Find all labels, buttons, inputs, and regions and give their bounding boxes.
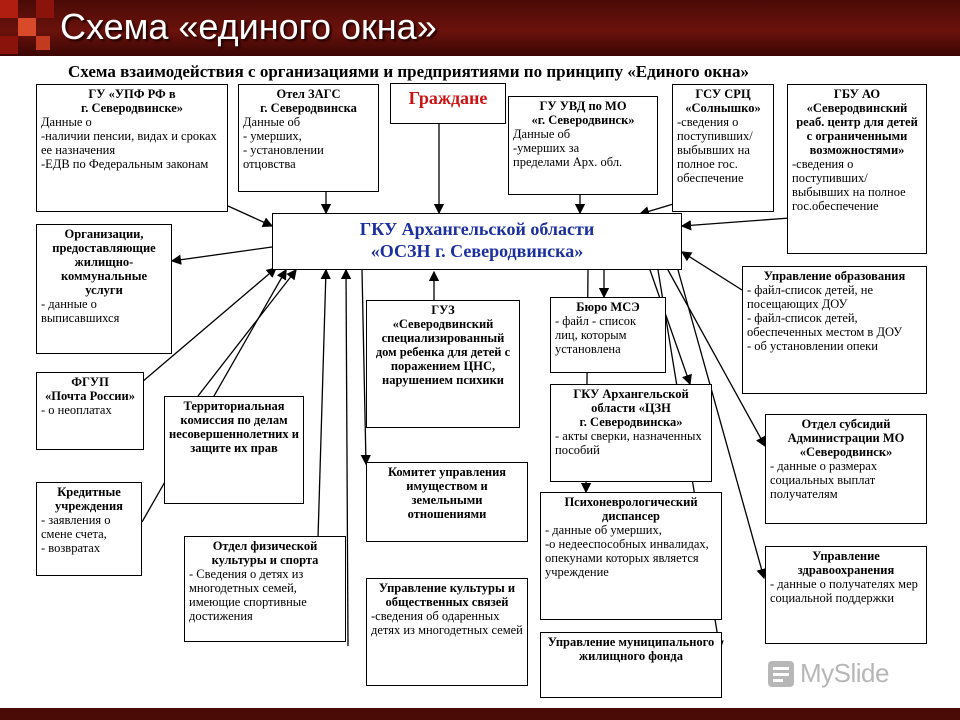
- node-post: ФГУП «Почта России» - о неоплатах: [36, 372, 144, 450]
- node-culture-body: -сведения об одаренных детях из многодет…: [371, 609, 523, 637]
- node-mse-body: - файл - список лиц, которым установлена: [555, 314, 637, 356]
- node-subsidies-body: - данные о размерах социальных выплат по…: [770, 459, 878, 501]
- arrow-sport-to-center: [317, 268, 331, 539]
- diagram-subtitle: Схема взаимодействия с организациями и п…: [68, 62, 749, 81]
- watermark-logo: MySlide: [766, 656, 936, 692]
- arrow-center-to-health: [677, 269, 767, 580]
- node-zags-body: Данные об - умерших, - установлении отцо…: [243, 115, 324, 171]
- arrow-gbu-to-center: [680, 217, 791, 231]
- node-culture: Управление культуры и общественных связе…: [366, 578, 528, 686]
- node-upf-body: Данные о -наличии пенсии, видах и сроках…: [41, 115, 217, 171]
- node-guz: ГУЗ «Северодвинский специализированный д…: [366, 300, 520, 428]
- arrow-center-to-property: [360, 269, 372, 466]
- node-mse-title: Бюро МСЭ: [576, 300, 640, 314]
- node-health-title: Управление здравоохранения: [797, 549, 895, 577]
- node-uvd: ГУ УВД по МО «г. Северодвинск» Данные об…: [508, 96, 658, 195]
- central-node-osvn: ГКУ Архангельской области «ОСЗН г. Север…: [272, 213, 682, 270]
- node-czn: ГКУ Архангельской области «ЦЗН г. Северо…: [550, 384, 712, 482]
- node-education-title: Управление образования: [763, 269, 906, 283]
- node-uvd-body: Данные об -умерших за пределами Арх. обл…: [513, 127, 623, 169]
- slide-footer-bar: [0, 708, 960, 720]
- node-psycho-body: - данные об умерших, -о недееспособных и…: [545, 523, 709, 579]
- decor-square: [0, 36, 18, 54]
- node-gbu-title: ГБУ АО «Северодвинский реаб. центр для д…: [796, 87, 918, 157]
- node-zags: Отел ЗАГС г. Северодвинска Данные об - у…: [238, 84, 379, 192]
- node-health-body: - данные о получателях мер социальной по…: [770, 577, 918, 605]
- arrow-juvenile-to-center: [197, 268, 297, 397]
- decor-square: [36, 36, 50, 50]
- node-culture-title: Управление культуры и общественных связе…: [378, 581, 516, 609]
- node-juvenile-commission: Территориальная комиссия по делам несове…: [164, 396, 304, 504]
- node-sport: Отдел физической культуры и спорта - Све…: [184, 536, 346, 642]
- node-credit-body: - заявления о смене счета, - возвратах: [41, 513, 111, 555]
- decor-square: [0, 0, 18, 18]
- slide-icon: [768, 661, 794, 687]
- node-property-committee: Комитет управления имуществом и земельны…: [366, 462, 528, 542]
- node-credit-title: Кредитные учреждения: [55, 485, 123, 513]
- node-gsu-body: -сведения о поступивших/ выбывших на пол…: [677, 115, 753, 185]
- node-gsu-src: ГСУ СРЦ «Солнышко» -сведения о поступивш…: [672, 84, 774, 212]
- node-gbu-body: -сведения о поступивших/выбывших на полн…: [792, 157, 906, 213]
- node-citizens: Граждане: [390, 83, 506, 124]
- decor-square: [36, 0, 54, 18]
- node-juvenile-title: Территориальная комиссия по делам несове…: [169, 399, 299, 455]
- node-czn-title: ГКУ Архангельской области «ЦЗН г. Северо…: [573, 387, 689, 429]
- arrow-post-to-center: [141, 267, 277, 383]
- arrow-culture-to-center: [340, 268, 352, 647]
- node-post-body: - о неоплатах: [41, 403, 112, 417]
- node-psycho-dispensary: Психоневрологический диспансер - данные …: [540, 492, 722, 620]
- node-post-title: ФГУП «Почта России»: [45, 375, 135, 403]
- node-municipal-housing-title: Управление муниципального жилищного фонд…: [547, 635, 715, 663]
- node-housing-orgs-body: - данные о выписавшихся: [41, 297, 120, 325]
- node-health: Управление здравоохранения - данные о по…: [765, 546, 927, 644]
- node-housing-orgs-title: Организации, предоставляющие жилищно-ком…: [52, 227, 156, 297]
- node-mse: Бюро МСЭ - файл - список лиц, которым ус…: [550, 297, 666, 373]
- node-subsidies: Отдел субсидий Администрации МО «Северод…: [765, 414, 927, 524]
- central-node-title: ГКУ Архангельской области «ОСЗН г. Север…: [359, 219, 595, 261]
- node-sport-title: Отдел физической культуры и спорта: [211, 539, 319, 567]
- node-sport-body: - Сведения о детях из многодетных семей,…: [189, 567, 307, 623]
- node-subsidies-title: Отдел субсидий Администрации МО «Северод…: [787, 417, 905, 459]
- node-zags-title: Отел ЗАГС г. Северодвинска: [260, 87, 357, 115]
- arrow-upf-to-center: [227, 205, 274, 227]
- node-gsu-title: ГСУ СРЦ «Солнышко»: [685, 87, 761, 115]
- arrow-center-to-housing-orgs: [170, 246, 273, 265]
- node-credit: Кредитные учреждения - заявления о смене…: [36, 482, 142, 576]
- decor-square: [18, 18, 36, 36]
- arrow-center-to-czn: [649, 269, 692, 386]
- node-uvd-title: ГУ УВД по МО «г. Северодвинск»: [531, 99, 635, 127]
- node-property-title: Комитет управления имуществом и земельны…: [387, 465, 507, 521]
- node-gbu-rehab: ГБУ АО «Северодвинский реаб. центр для д…: [787, 84, 927, 254]
- node-municipal-housing: Управление муниципального жилищного фонд…: [540, 632, 722, 698]
- node-upf: ГУ «УПФ РФ в г. Северодвинске» Данные о …: [36, 84, 228, 212]
- watermark-text: MySlide: [800, 658, 889, 688]
- node-housing-orgs: Организации, предоставляющие жилищно-ком…: [36, 224, 172, 354]
- node-guz-title: ГУЗ «Северодвинский специализированный д…: [375, 303, 511, 387]
- node-education-body: - файл-список детей, не посещающих ДОУ -…: [747, 283, 903, 353]
- slide-header-bar: Схема «единого окна»: [0, 0, 960, 56]
- node-citizens-title: Граждане: [408, 88, 488, 108]
- node-upf-title: ГУ «УПФ РФ в г. Северодвинске»: [80, 87, 184, 115]
- node-czn-body: - акты сверки, назначенных пособий: [555, 429, 702, 457]
- arrow-education-to-center: [680, 251, 743, 291]
- node-education: Управление образования - файл-список дет…: [742, 266, 927, 394]
- slide-title: Схема «единого окна»: [60, 6, 437, 47]
- node-psycho-title: Психоневрологический диспансер: [564, 495, 698, 523]
- arrow-center-to-subsidies: [667, 269, 766, 448]
